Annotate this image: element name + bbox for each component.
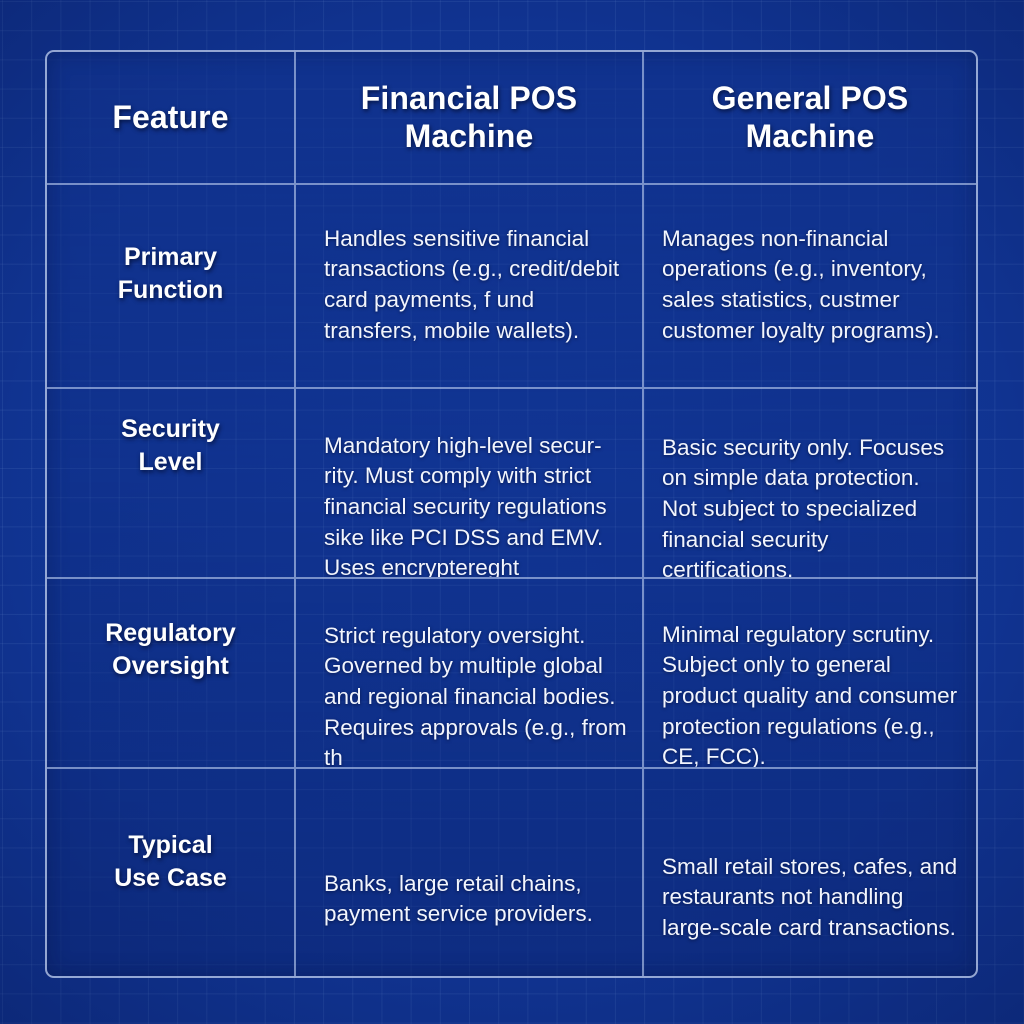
table-header-row: Feature Financial POS Machine General PO… — [47, 52, 976, 183]
cell-regulatory-oversight-financial: Strict regulatory oversight. Governed by… — [294, 579, 642, 767]
cell-text: Strict regulatory oversight. Governed by… — [324, 622, 627, 768]
row-label-security-level: Security Level — [47, 389, 294, 577]
header-cell-financial-pos: Financial POS Machine — [294, 52, 642, 183]
cell-regulatory-oversight-general: Minimal regulatory scrutiny. Subject onl… — [642, 579, 976, 767]
feature-label-line2: Level — [138, 448, 203, 476]
cell-text: Minimal regulatory scrutiny. Subject onl… — [662, 621, 958, 768]
row-label-primary-function: Primary Function — [47, 185, 294, 387]
cell-primary-function-general: Manages non-financial operations (e.g., … — [642, 185, 976, 387]
feature-label-text: Typical Use Case — [47, 829, 294, 895]
header-label-general-pos: General POS Machine — [644, 80, 976, 155]
feature-label-line1: Security — [121, 415, 220, 443]
header-label-financial-line1: Financial POS — [360, 80, 578, 117]
cell-text: Small retail stores, cafes, and restaura… — [662, 853, 958, 940]
feature-label-text: Primary Function — [47, 241, 294, 307]
feature-label-line2: Function — [117, 276, 224, 304]
cell-text: Basic security only. Focuses on simple d… — [662, 434, 945, 578]
cell-text: Banks, large retail chains, payment serv… — [324, 870, 593, 927]
cell-security-level-general: Basic security only. Focuses on simple d… — [642, 389, 976, 577]
feature-label-line2: Oversight — [112, 652, 229, 680]
cell-typical-use-case-general: Small retail stores, cafes, and restaura… — [642, 769, 976, 976]
header-label-financial-line2: Machine — [404, 117, 534, 154]
cell-text: Mandatory high-level secur-rity. Must co… — [324, 432, 607, 578]
header-label-general-line2: Machine — [745, 117, 875, 154]
cell-typical-use-case-financial: Banks, large retail chains, payment serv… — [294, 769, 642, 976]
header-label-general-line1: General POS — [711, 80, 909, 117]
table-row: Regulatory Oversight Strict regulatory o… — [47, 577, 976, 767]
feature-label-line1: Primary — [123, 243, 218, 271]
header-label-financial-pos: Financial POS Machine — [296, 80, 642, 155]
table-row: Primary Function Handles sensitive finan… — [47, 183, 976, 387]
cell-text: Handles sensitive financial transactions… — [324, 225, 620, 343]
header-label-feature: Feature — [112, 98, 229, 135]
cell-security-level-financial: Mandatory high-level secur-rity. Must co… — [294, 389, 642, 577]
row-label-regulatory-oversight: Regulatory Oversight — [47, 579, 294, 767]
cell-text: Manages non-financial operations (e.g., … — [662, 225, 940, 343]
feature-label-text: Security Level — [47, 413, 294, 479]
feature-label-text: Regulatory Oversight — [47, 617, 294, 683]
cell-primary-function-financial: Handles sensitive financial transactions… — [294, 185, 642, 387]
header-cell-general-pos: General POS Machine — [642, 52, 976, 183]
feature-label-line1: Regulatory — [105, 619, 236, 647]
row-label-typical-use-case: Typical Use Case — [47, 769, 294, 976]
pos-comparison-table: Feature Financial POS Machine General PO… — [45, 50, 978, 978]
feature-label-line1: Typical — [128, 831, 213, 859]
feature-label-line2: Use Case — [114, 864, 227, 892]
table-row: Security Level Mandatory high-level secu… — [47, 387, 976, 577]
table-row: Typical Use Case Banks, large retail cha… — [47, 767, 976, 976]
header-cell-feature: Feature — [47, 52, 294, 183]
